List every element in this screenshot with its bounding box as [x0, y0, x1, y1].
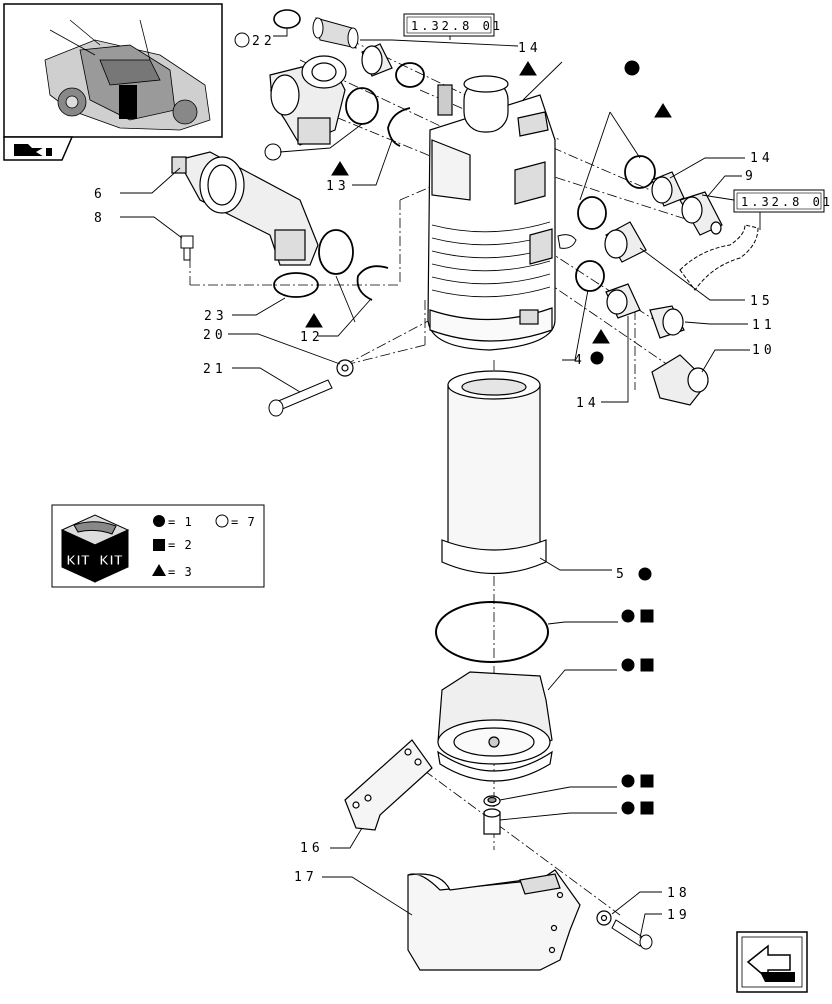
oring-right-mid[interactable]: [577, 196, 607, 230]
callout-13: 13: [326, 179, 350, 194]
back-arrow-icon[interactable]: [736, 931, 808, 993]
marker-triangle-14-top: [519, 61, 537, 76]
callout-12: 12: [300, 330, 324, 345]
legend-open-circle-icon: [215, 514, 229, 528]
marker-filled-circle-top-right: [624, 60, 640, 76]
guard-shield-17[interactable]: [407, 869, 581, 971]
oring-12[interactable]: [318, 229, 354, 275]
symbol-markers: [234, 32, 672, 815]
legend-item-4-text: = 3: [168, 565, 193, 579]
marker-square-cover: [640, 658, 654, 672]
reference-box-right-text: 1.32.8 01: [741, 195, 832, 209]
kit-box-icon: KIT KIT: [60, 514, 130, 583]
oring-near-14[interactable]: [395, 62, 425, 88]
reference-box-right[interactable]: 1.32.8 01: [733, 189, 832, 213]
filter-housing[interactable]: [427, 75, 556, 351]
reference-box-top-text: 1.32.8 01: [411, 19, 503, 33]
clip-small[interactable]: [557, 234, 577, 249]
bushing-14[interactable]: [361, 43, 393, 77]
legend-filled-triangle-icon: [152, 564, 166, 576]
washer-18[interactable]: [596, 910, 612, 926]
bolt-21[interactable]: [268, 379, 333, 417]
oring-upper-left[interactable]: [345, 87, 379, 125]
bolt-8[interactable]: [180, 235, 194, 261]
oring-4[interactable]: [575, 260, 605, 292]
folder-arrow-icon[interactable]: [3, 136, 74, 161]
cap-10[interactable]: [651, 354, 709, 406]
thumbnail-highlight-marker: [119, 85, 137, 119]
callout-5: 5: [616, 567, 628, 582]
fitting-connector-top[interactable]: [312, 17, 359, 49]
drain-plug[interactable]: [483, 808, 501, 835]
marker-filled-circle-cover: [621, 658, 635, 672]
marker-filled-circle-seal: [621, 774, 635, 788]
kit-legend: KIT KIT = 1 = 7 = 2 = 3: [51, 504, 265, 588]
filter-bowl-cover[interactable]: [437, 671, 553, 782]
callout-11: 11: [752, 318, 776, 333]
marker-filled-circle-plug: [621, 801, 635, 815]
elbow-pipe-6[interactable]: [171, 151, 319, 266]
oring-large[interactable]: [435, 601, 549, 663]
marker-triangle-12: [305, 313, 323, 328]
adapter-9[interactable]: [679, 191, 723, 236]
oring-right-top[interactable]: [624, 155, 656, 189]
callout-numbers: 22 14 13 6 8 23 12 20 21 14 9 15 11 10 4…: [94, 34, 776, 923]
marker-square-plug: [640, 801, 654, 815]
plug-11[interactable]: [649, 305, 685, 339]
legend-item-2-text: = 7: [231, 515, 256, 529]
hose-pipe: [679, 224, 759, 291]
bolt-19[interactable]: [611, 919, 653, 950]
marker-square-oring: [640, 609, 654, 623]
marker-square-seal: [640, 774, 654, 788]
bracket-16[interactable]: [344, 739, 433, 831]
callout-23: 23: [204, 309, 228, 324]
reference-box-top[interactable]: 1.32.8 01: [403, 13, 503, 37]
callout-4: 4: [574, 353, 586, 368]
callout-6: 6: [94, 187, 106, 202]
bushing-14-lower[interactable]: [605, 283, 641, 319]
legend-item-3-text: = 2: [168, 538, 193, 552]
seal-washer-small[interactable]: [483, 795, 501, 807]
callout-19: 19: [667, 908, 691, 923]
snap-ring-12[interactable]: [356, 265, 389, 301]
bushing-14-right[interactable]: [651, 171, 685, 207]
marker-triangle-right-top: [654, 103, 672, 118]
callout-21: 21: [203, 362, 227, 377]
legend-filled-square-icon: [153, 539, 165, 551]
legend-filled-circle-icon: [153, 515, 165, 527]
callout-14-lower: 14: [576, 396, 600, 411]
elbow-fitting-upper[interactable]: [269, 55, 347, 146]
fitting-22-oring[interactable]: [273, 9, 301, 29]
snap-ring-13[interactable]: [387, 107, 411, 147]
legend-item-1-text: = 1: [168, 515, 193, 529]
filter-cartridge-5[interactable]: [441, 370, 547, 575]
callout-22: 22: [252, 34, 276, 49]
callout-15: 15: [750, 294, 774, 309]
marker-filled-circle-oring: [621, 609, 635, 623]
leader-lines: [120, 28, 761, 939]
callout-14-right: 14: [750, 151, 774, 166]
kit-word-right: KIT: [99, 554, 123, 569]
callout-18: 18: [667, 886, 691, 901]
open-circle-marker-upper: [264, 143, 282, 161]
callout-14-top: 14: [518, 41, 542, 56]
thumbnail-overview[interactable]: [3, 3, 223, 138]
washer-20[interactable]: [336, 359, 354, 377]
housing-ribs: [431, 221, 551, 298]
bushing-15[interactable]: [604, 221, 647, 263]
callout-9: 9: [745, 169, 757, 184]
callout-17: 17: [294, 870, 318, 885]
oring-23[interactable]: [273, 272, 319, 298]
marker-triangle-upper-mid: [331, 161, 349, 176]
callout-20: 20: [203, 328, 227, 343]
callout-16: 16: [300, 841, 324, 856]
kit-word-left: KIT: [66, 554, 90, 569]
marker-filled-circle-4: [590, 351, 604, 365]
callout-8: 8: [94, 211, 106, 226]
callout-10: 10: [752, 343, 776, 358]
marker-triangle-4: [592, 329, 610, 344]
marker-circle-top: [234, 32, 250, 48]
marker-filled-circle-5: [638, 567, 652, 581]
